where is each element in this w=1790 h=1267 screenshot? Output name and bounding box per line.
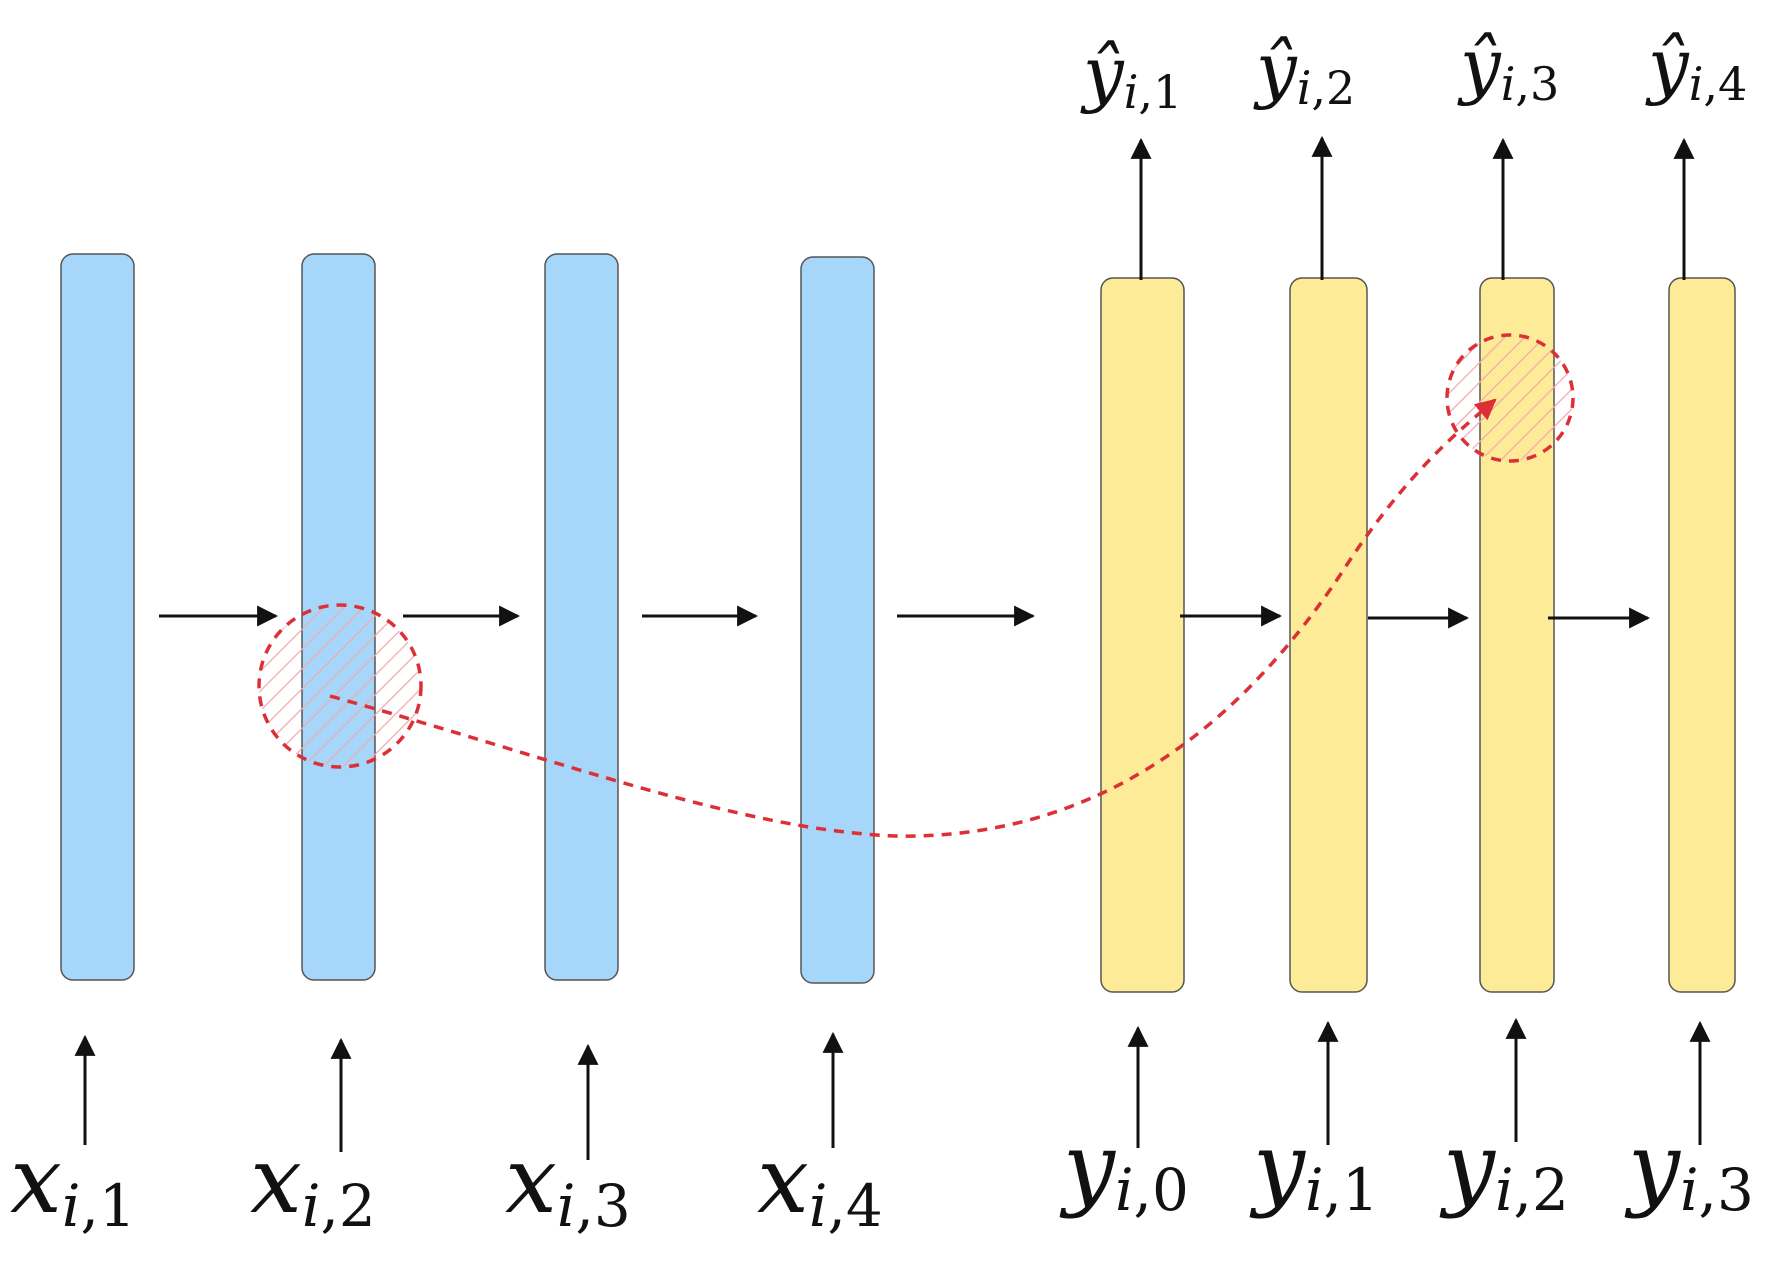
encoder-input-label-4: xi,4 [757,1127,883,1240]
attention-target-circle [1445,333,1575,463]
encoder-cell-3 [544,253,619,981]
decoder-input-label-0: yi,0 [1059,1113,1189,1224]
svg-text:yi,2: yi,2 [1439,1113,1569,1224]
svg-text:xi,4: xi,4 [757,1127,883,1240]
svg-text:xi,1: xi,1 [10,1127,136,1240]
decoder-output-label-4: ŷi,4 [1645,23,1747,111]
svg-text:yi,0: yi,0 [1059,1113,1189,1224]
decoder-cell-1 [1100,277,1185,993]
svg-text:yi,3: yi,3 [1624,1113,1754,1224]
output-arrows [1130,135,1695,280]
encoder-input-label-3: xi,3 [505,1127,631,1240]
svg-text:ŷi,4: ŷi,4 [1645,23,1747,111]
svg-text:ŷi,1: ŷi,1 [1080,31,1182,119]
encoder-cell-1 [60,253,135,981]
decoder-input-label-2: yi,2 [1439,1113,1569,1224]
decoder-input-label-1: yi,1 [1249,1113,1379,1224]
svg-text:yi,1: yi,1 [1249,1113,1379,1224]
svg-text:ŷi,2: ŷi,2 [1253,27,1355,115]
input-arrows [74,1017,1711,1160]
decoder-input-label-3: yi,3 [1624,1113,1754,1224]
encoder-input-label-1: xi,1 [10,1127,136,1240]
decoder-output-label-2: ŷi,2 [1253,27,1355,115]
svg-text:ŷi,3: ŷi,3 [1457,23,1559,111]
svg-text:xi,3: xi,3 [505,1127,631,1240]
decoder-output-label-1: ŷi,1 [1080,31,1182,119]
decoder-output-label-3: ŷi,3 [1457,23,1559,111]
decoder-cell-4 [1668,277,1736,993]
svg-text:xi,2: xi,2 [250,1127,376,1240]
decoder-cell-2 [1289,277,1368,993]
attention-source-circle [257,603,423,769]
recurrent-arrows [159,605,1651,629]
encoder-input-label-2: xi,2 [250,1127,376,1240]
encoder-cell-4 [800,256,875,984]
